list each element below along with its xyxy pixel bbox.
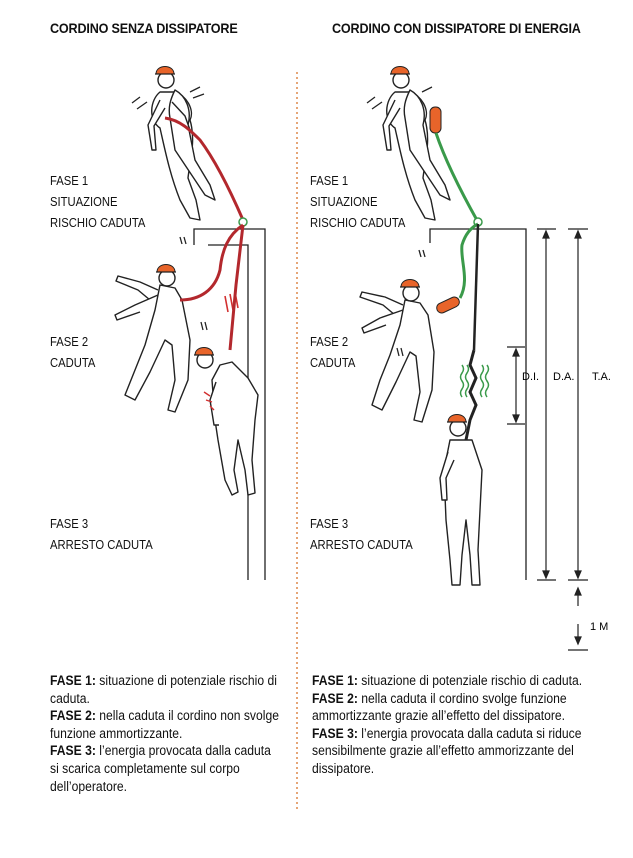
left-motion-lines-1 <box>131 86 205 110</box>
left-phase1-line1: SITUAZIONE <box>50 195 118 209</box>
left-phase1-label: FASE 1 SITUAZIONE RISCHIO CADUTA <box>50 171 145 234</box>
right-phase3-line1: ARRESTO CADUTA <box>310 538 413 552</box>
left-desc-fase1-label: FASE 1: <box>50 673 96 688</box>
measure-ta <box>568 228 588 581</box>
right-desc-fase2-text: nella caduta il cordino svolge funzione … <box>312 690 567 724</box>
left-edge-marks <box>179 236 187 245</box>
left-phase1-line2: RISCHIO CADUTA <box>50 216 146 230</box>
left-figure-standing <box>147 71 216 221</box>
left-phase3-heading: FASE 3 <box>50 517 89 531</box>
right-helmet-3 <box>446 413 468 423</box>
one-m-label: 1 M <box>590 621 608 633</box>
right-desc-fase2: FASE 2: nella caduta il cordino svolge f… <box>312 690 620 725</box>
right-phase2-line1: CADUTA <box>310 356 356 370</box>
right-desc-fase1-label: FASE 1: <box>312 673 358 688</box>
left-desc-fase1: FASE 1: situazione di potenziale rischio… <box>50 672 282 707</box>
left-phase2-line1: CADUTA <box>50 356 96 370</box>
ta-label: T.A. <box>592 371 611 383</box>
right-desc-fase1: FASE 1: situazione di potenziale rischio… <box>312 672 620 690</box>
right-desc-fase2-label: FASE 2: <box>312 690 358 706</box>
right-phase1-line1: SITUAZIONE <box>310 195 378 209</box>
left-desc-fase3-label: FASE 3: <box>50 743 96 759</box>
right-lanyard-1 <box>434 132 480 223</box>
right-phase1-heading: FASE 1 <box>310 174 349 188</box>
left-helmet-3 <box>193 346 215 356</box>
right-description: FASE 1: situazione di potenziale rischio… <box>312 672 620 778</box>
left-phase2-heading: FASE 2 <box>50 335 89 349</box>
left-lanyard-1 <box>164 116 245 221</box>
right-helmet-1 <box>389 65 411 75</box>
right-desc-fase3: FASE 3: l’energia provocata dalla caduta… <box>312 725 620 778</box>
right-absorber-deployed <box>464 349 478 441</box>
right-title: CORDINO CON DISSIPATORE DI ENERGIA <box>332 20 581 36</box>
left-desc-fase1-text: situazione di potenziale rischio di cadu… <box>50 673 277 706</box>
right-phase3-heading: FASE 3 <box>310 517 349 531</box>
right-lanyard-2 <box>458 222 479 299</box>
right-phase3-label: FASE 3 ARRESTO CADUTA <box>310 514 413 556</box>
right-figure-falling <box>359 284 435 423</box>
left-phase3-label: FASE 3 ARRESTO CADUTA <box>50 514 153 556</box>
left-title: CORDINO SENZA DISSIPATORE <box>50 20 238 36</box>
right-motion-lines-1 <box>366 86 433 110</box>
right-phase1-label: FASE 1 SITUAZIONE RISCHIO CADUTA <box>310 171 405 234</box>
left-anchor-point <box>238 217 248 227</box>
right-desc-fase3-text: l’energia provocata dalla caduta si ridu… <box>312 725 582 776</box>
left-desc-fase3: FASE 3: l’energia provocata dalla caduta… <box>50 742 282 795</box>
left-phase3-line1: ARRESTO CADUTA <box>50 538 153 552</box>
left-figure-arrested <box>196 351 259 496</box>
measure-da <box>537 228 556 581</box>
left-desc-fase3-text: l’energia provocata dalla caduta si scar… <box>50 743 271 794</box>
right-energy-waves <box>459 364 490 398</box>
da-label: D.A. <box>553 371 574 383</box>
left-description: FASE 1: situazione di potenziale rischio… <box>50 672 282 795</box>
right-absorber-2 <box>436 296 460 314</box>
left-phase2-label: FASE 2 CADUTA <box>50 332 95 374</box>
right-helmet-2 <box>399 278 421 288</box>
left-desc-fase2-label: FASE 2: <box>50 708 96 724</box>
left-motion-lines-2 <box>200 321 208 331</box>
left-phase1-heading: FASE 1 <box>50 174 89 188</box>
right-absorber-1 <box>429 106 442 134</box>
right-phase2-label: FASE 2 CADUTA <box>310 332 355 374</box>
measure-1m <box>568 586 588 651</box>
left-shock-marks <box>203 391 215 411</box>
right-figure-arrested <box>439 419 483 586</box>
right-desc-fase3-label: FASE 3: <box>312 725 358 741</box>
left-helmet-1 <box>154 65 176 75</box>
left-lanyard-2 <box>179 223 244 302</box>
left-lanyard-3 <box>228 224 245 351</box>
left-figure-falling <box>114 269 191 413</box>
right-desc-fase1-text: situazione di potenziale rischio di cadu… <box>357 673 583 688</box>
left-helmet-2 <box>155 263 177 273</box>
right-figure-standing <box>382 71 451 221</box>
left-desc-fase2-text: nella caduta il cordino non svolge funzi… <box>50 708 279 741</box>
right-phase2-heading: FASE 2 <box>310 335 349 349</box>
right-motion-lines-2 <box>396 249 426 357</box>
measure-di <box>507 346 525 425</box>
left-desc-fase2: FASE 2: nella caduta il cordino non svol… <box>50 707 282 742</box>
right-phase1-line2: RISCHIO CADUTA <box>310 216 406 230</box>
right-lanyard-3 <box>472 223 480 351</box>
di-label: D.I. <box>522 371 539 383</box>
